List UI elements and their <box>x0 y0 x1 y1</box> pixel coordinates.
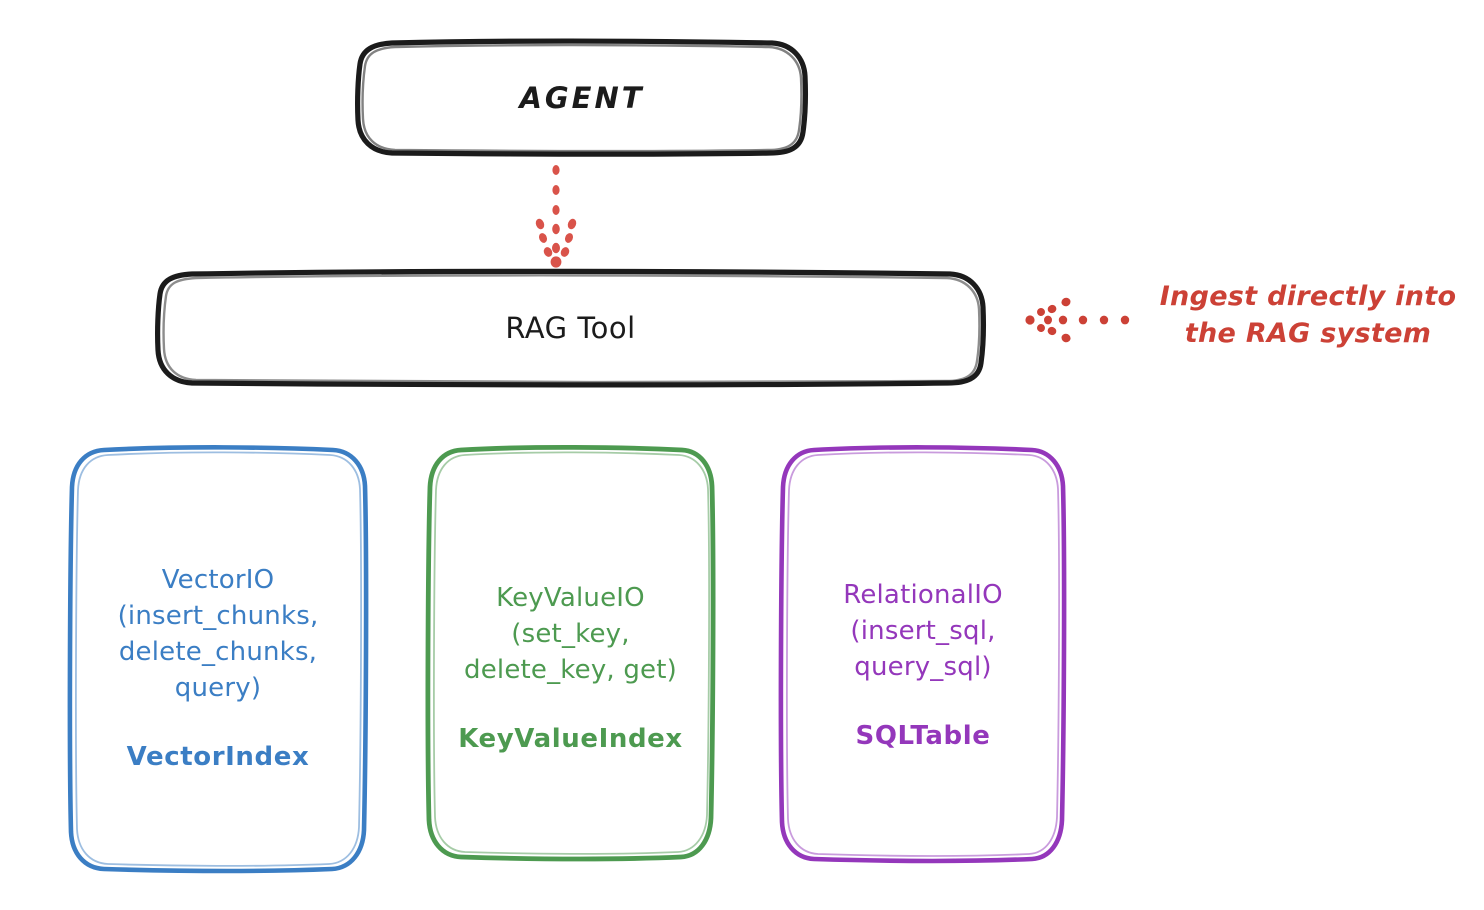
rag-tool-box-outline <box>155 268 986 388</box>
keyvalue-index-label: KeyValueIndex <box>458 723 683 754</box>
agent-box-outline <box>355 38 808 157</box>
ingest-note-arrow <box>1025 297 1130 343</box>
vector-io-label: VectorIO (insert_chunks, delete_chunks, … <box>117 565 319 703</box>
agent-label: AGENT <box>519 80 645 115</box>
ingest-note-label: Ingest directly into the RAG system <box>1159 281 1457 349</box>
relational-io-box-outline <box>778 445 1067 864</box>
vector-io-box-outline <box>67 445 369 874</box>
relational-io-node[interactable]: RelationalIO (insert_sql, query_sql) SQL… <box>782 448 1064 859</box>
vector-index-label: VectorIndex <box>126 742 310 772</box>
keyvalue-io-box-outline <box>425 444 716 862</box>
relational-index-label: SQLTable <box>855 720 991 751</box>
vector-io-node[interactable]: VectorIO (insert_chunks, delete_chunks, … <box>70 448 366 870</box>
keyvalue-io-node[interactable]: KeyValueIO (set_key, delete_key, get) Ke… <box>428 448 713 857</box>
rag-tool-node[interactable]: RAG Tool <box>157 272 984 383</box>
agent-to-rag-arrow <box>535 165 577 268</box>
relational-io-label: RelationalIO (insert_sql, query_sql) <box>843 579 1003 682</box>
rag-tool-label: RAG Tool <box>505 310 636 345</box>
keyvalue-io-label: KeyValueIO (set_key, delete_key, get) <box>464 582 677 685</box>
agent-node[interactable]: AGENT <box>358 42 806 153</box>
